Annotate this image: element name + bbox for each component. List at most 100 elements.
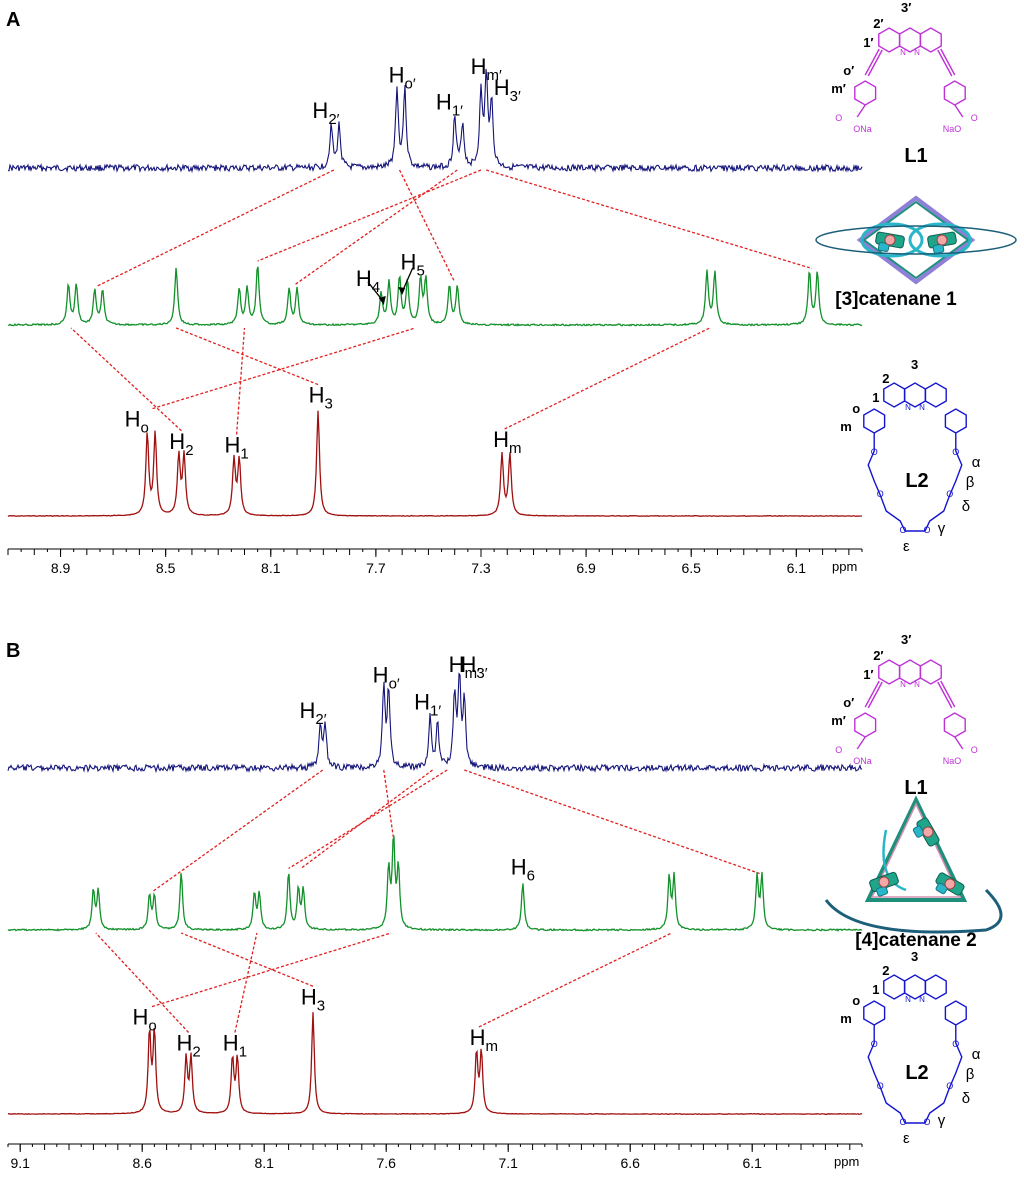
x-tick-label: 6.9 <box>576 560 596 576</box>
alkyne-bond-right <box>940 48 956 76</box>
peak-label-main: H <box>401 250 417 275</box>
peak-label: H6 <box>511 855 535 885</box>
spectrum-bottom-line <box>7 410 863 518</box>
correlation-link <box>70 327 182 432</box>
peak-label: Ho <box>133 1005 157 1035</box>
correlation-link <box>234 932 258 1033</box>
l1-carboxyl-nao-right: NaO <box>943 756 962 766</box>
l1-carboxyl-ona-left: ONa <box>853 756 872 766</box>
macrocycle-loop <box>824 888 1003 934</box>
carboxyl-bond-right <box>954 104 964 118</box>
peak-label-sub: 1 <box>240 446 248 463</box>
spectrum-top-line <box>7 672 863 774</box>
correlation-link <box>97 169 335 287</box>
peak-label-sub: 3 <box>324 396 332 413</box>
peak-label-sub: 2 <box>192 1044 200 1061</box>
peak-label-sub: 1 <box>239 1044 247 1061</box>
peak-label: Ho′ <box>389 62 416 92</box>
peak-label-sub: 4 <box>372 279 380 296</box>
peak-label-main: H <box>436 90 452 115</box>
peak-label: H2 <box>169 429 193 459</box>
peak-label-main: H <box>309 383 325 408</box>
cage-frame <box>856 195 976 285</box>
l1-title: L1 <box>904 145 927 167</box>
correlation-link <box>235 327 246 435</box>
peak-label: Hm′ <box>471 54 502 84</box>
spectrum-mid-line <box>7 835 862 932</box>
l2-n-left: N <box>905 995 911 1004</box>
catenane-3-unit-left-metal <box>884 234 896 246</box>
l2-label-1: 1 <box>872 390 879 405</box>
l1-carboxyl-ona-left: ONa <box>853 124 872 134</box>
l1-label-o: o′ <box>843 63 854 78</box>
peak-label: Ho <box>125 407 149 437</box>
l2-label-o: o <box>852 401 860 416</box>
peak-label: Hm <box>493 427 521 457</box>
correlation-link <box>464 769 760 875</box>
l1-label-3: 3′ <box>901 0 911 15</box>
peak-label: H2′ <box>299 698 326 728</box>
x-tick-label: 7.1 <box>498 1155 518 1171</box>
x-tick-label: 8.1 <box>261 560 281 576</box>
peak-label-sub: 2′ <box>328 111 339 128</box>
l2-ether-o-5: O <box>923 1117 930 1127</box>
catenane-3-unit-right-aryl <box>932 243 945 254</box>
alkyne-bond-left <box>867 49 883 77</box>
correlation-link <box>398 169 456 283</box>
peak-label: Ho′ <box>373 662 400 692</box>
cage-frame-inner <box>862 200 970 280</box>
l2-label-3: 3 <box>911 949 918 964</box>
l2-greek-epsilon: ε <box>903 1130 910 1147</box>
peak-label-sub: 5 <box>416 263 424 280</box>
l2-crown-ether-chain <box>867 433 963 532</box>
l2-greek-delta: δ <box>962 498 970 515</box>
catenane-4-unit-top-metal <box>922 826 934 838</box>
l1-n-right: N <box>914 48 920 57</box>
panel-b-spectra <box>7 672 863 1116</box>
l1-label-2: 2′ <box>873 16 883 31</box>
l2-crown-ether-chain <box>867 1025 963 1124</box>
panel-a-links <box>70 169 813 435</box>
l1-label-1: 1′ <box>863 35 873 50</box>
peak-label-sub: 3 <box>317 997 325 1014</box>
catenane-4-unit-left-metal <box>878 876 890 888</box>
l2-benzene-right <box>944 408 967 434</box>
correlation-link <box>300 769 433 870</box>
l2-greek-alpha: α <box>972 1046 981 1063</box>
l2-label-2: 2 <box>882 963 889 978</box>
l2-phenanthroline-ring-right <box>924 382 947 408</box>
correlation-link <box>504 327 710 430</box>
peak-label-main: H <box>389 62 405 87</box>
peak-label-sub: m′ <box>465 665 480 682</box>
panel-b-label: B <box>6 640 20 662</box>
l2-ether-o-5: O <box>923 525 930 535</box>
l1-label-m: m′ <box>831 713 846 728</box>
l2-label-3: 3 <box>911 357 918 372</box>
l1-phenanthroline-ring-right <box>919 659 942 685</box>
macrocycle-inner <box>882 829 907 892</box>
l1-n-left: N <box>900 680 906 689</box>
h4-arrowhead <box>378 296 386 305</box>
panel-a-spectra <box>7 68 863 518</box>
catenane-3-model <box>815 195 1017 285</box>
peak-label-main: H <box>356 266 372 291</box>
peak-label-sub: 1′ <box>452 103 463 120</box>
l2-ether-o-2: O <box>877 1081 884 1091</box>
catenane-3-unit-left-aryl <box>877 242 890 253</box>
catenane-4-unit-top <box>912 817 940 847</box>
l2-greek-epsilon: ε <box>903 538 910 555</box>
l2-n-left: N <box>905 403 911 412</box>
macrocycle-outer-left <box>815 225 1017 255</box>
peak-label-sub: 2′ <box>315 711 326 728</box>
l2-ether-o-3: O <box>946 1081 953 1091</box>
alkyne-bond-right <box>940 680 956 708</box>
correlation-link <box>486 169 813 270</box>
l2-greek-beta: β <box>966 474 975 491</box>
x-tick-label: 7.6 <box>376 1155 396 1171</box>
peak-label-main: H <box>125 407 141 432</box>
